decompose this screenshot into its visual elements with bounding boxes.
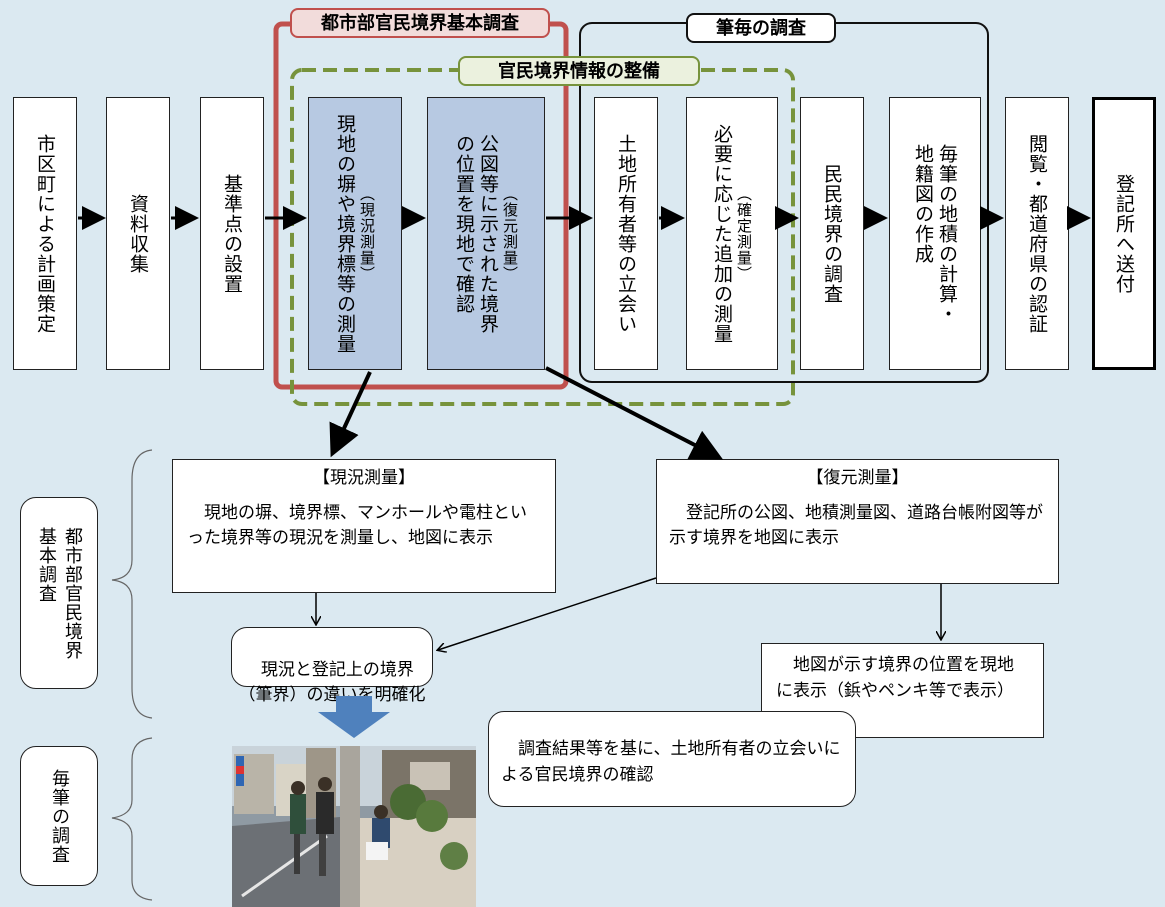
step-additional-survey-label: 必要に応じた追加の測量 [711, 123, 733, 344]
step-reference-point-label: 基準点の設置 [221, 173, 243, 294]
side-label-basic-survey-text: 都市部官民境界 基本調査 [36, 526, 83, 660]
step-additional-survey-sub: （確定測量） [735, 185, 753, 282]
difference-box: 現況と登記上の境界 （筆界）の違いを明確化 [231, 627, 433, 705]
brace-basic-survey [111, 449, 153, 719]
step-area-calc: 毎筆の地積の計算・ 地籍図の作成 [889, 97, 981, 370]
field-photo [232, 746, 476, 907]
kanmin-seibi-title: 官民境界情報の整備 [458, 56, 700, 86]
witness-box: 調査結果等を基に、土地所有者の立会いによる官民境界の確認 [488, 711, 856, 807]
step-area-calc-label: 毎筆の地積の計算・ 地籍図の作成 [912, 143, 958, 324]
hitsu-chosa-title: 筆毎の調査 [686, 13, 836, 43]
toshibu-chosa-title: 都市部官民境界基本調査 [290, 8, 550, 38]
step-genkyo-survey-sub: （現況測量） [358, 185, 376, 282]
step-fukugen-survey: 公図等に示された境界 の位置を現地で確認 （復元測量） [427, 97, 545, 370]
step-certification: 閲覧・都道府県の認証 [1005, 97, 1069, 370]
step-owner-witness: 土地所有者等の立会い [594, 97, 658, 370]
step-plan-label: 市区町による計画策定 [34, 133, 56, 334]
step-fukugen-survey-sub: （復元測量） [501, 185, 519, 282]
step-certification-label: 閲覧・都道府県の認証 [1026, 133, 1048, 334]
fukugen-to-difference-arrow [438, 577, 657, 650]
side-label-hitsu-text: 毎筆の調査 [49, 768, 70, 864]
display-onsite-box: 地図が示す境界の位置を現地に表示（鋲やペンキ等で表示） [761, 643, 1044, 738]
step-genkyo-survey: 現地の塀や境界標等の測量 （現況測量） [308, 97, 402, 370]
difference-text: 現況と登記上の境界 （筆界）の違いを明確化 [238, 660, 426, 705]
step-materials-label: 資料収集 [127, 193, 149, 274]
side-label-hitsu: 毎筆の調査 [20, 746, 98, 886]
step-send-registry: 登記所へ送付 [1092, 97, 1156, 370]
fukugen-description-box: 【復元測量】 登記所の公図、地積測量図、道路台帳附図等が示す境界を地図に表示 [656, 459, 1059, 584]
step-materials: 資料収集 [106, 97, 170, 370]
step-reference-point: 基準点の設置 [200, 97, 264, 370]
genkyo-description-title: 【現況測量】 [313, 468, 415, 488]
witness-text: 調査結果等を基に、土地所有者の立会いによる官民境界の確認 [501, 739, 841, 785]
brace-hitsu [111, 737, 153, 901]
genkyo-description-body: 現地の塀、境界標、マンホールや電柱といった境界等の現況を測量し、地図に表示 [187, 503, 527, 548]
step-additional-survey: 必要に応じた追加の測量 （確定測量） [686, 97, 778, 370]
blue-down-arrow [318, 696, 390, 738]
fukugen-description-body: 登記所の公図、地積測量図、道路台帳附図等が示す境界を地図に表示 [669, 503, 1043, 548]
step-owner-witness-label: 土地所有者等の立会い [615, 133, 637, 334]
fukugen-detail-arrow [545, 366, 724, 460]
side-label-basic-survey: 都市部官民境界 基本調査 [20, 497, 98, 689]
step-fukugen-survey-label: 公図等に示された境界 の位置を現地で確認 [453, 133, 499, 334]
step-send-registry-label: 登記所へ送付 [1113, 173, 1135, 294]
fukugen-description-title: 【復元測量】 [806, 468, 909, 488]
step-plan: 市区町による計画策定 [13, 97, 77, 370]
genkyo-detail-arrow [329, 371, 372, 458]
display-onsite-text: 地図が示す境界の位置を現地に表示（鋲やペンキ等で表示） [776, 655, 1014, 701]
genkyo-description-box: 【現況測量】 現地の塀、境界標、マンホールや電柱といった境界等の現況を測量し、地… [172, 459, 556, 593]
step-genkyo-survey-label: 現地の塀や境界標等の測量 [334, 113, 356, 354]
step-private-boundary: 民民境界の調査 [800, 97, 864, 370]
step-private-boundary-label: 民民境界の調査 [821, 163, 843, 304]
